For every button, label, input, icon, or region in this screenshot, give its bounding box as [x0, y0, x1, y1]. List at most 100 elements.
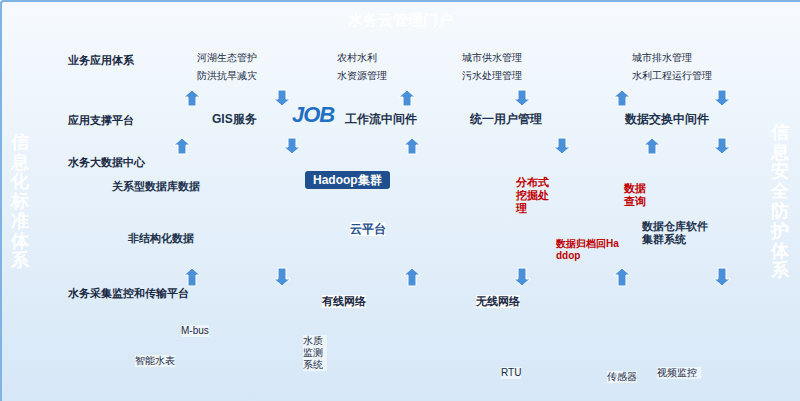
text-slot: 数据交换中间件 — [625, 112, 709, 126]
text-slot: 应用支撑平台 — [68, 114, 134, 127]
bulb-icon — [216, 220, 232, 238]
text: 业务应用体系 — [68, 54, 134, 67]
text-slot: RTU — [501, 367, 521, 379]
text-slot: 业务应用体系 — [68, 54, 134, 67]
app-icons — [324, 55, 334, 65]
warehouse-icon — [662, 198, 674, 206]
hadoop-schema — [463, 179, 464, 183]
rtu-icons — [476, 325, 542, 334]
warehouse-icon — [650, 160, 716, 216]
cabinet-icon — [346, 332, 390, 380]
bulb-icon — [218, 244, 230, 252]
text-slot: 水资源管理 — [337, 70, 387, 82]
text-slot: 智能水表 — [135, 355, 175, 367]
app-icons — [324, 73, 334, 83]
text-slot: 云平台 — [350, 222, 386, 236]
text-slot: 信息化标准体系 — [11, 133, 29, 272]
hadoop-schema — [402, 170, 524, 202]
relational-schema — [212, 165, 230, 173]
block-arrow — [714, 138, 730, 154]
text-slot: JOB — [292, 102, 334, 128]
gis-icon — [197, 110, 203, 116]
sensor-icon — [608, 328, 636, 364]
text-slot: 非结构化数据 — [128, 232, 194, 245]
text-slot: 信息安全防护体系 — [771, 123, 789, 281]
hadoop-schema — [417, 183, 509, 184]
text: 数据仓库软件集群系统 — [642, 220, 712, 246]
cloud-buildings — [415, 222, 429, 260]
text-slot: 城市供水管理 — [462, 52, 522, 64]
relational-schema — [227, 180, 245, 188]
block-arrow — [184, 90, 200, 106]
cycle-arrows — [597, 179, 619, 214]
hadoop-schema — [488, 185, 514, 190]
block-arrow — [274, 90, 290, 106]
text-slot: 数据仓库软件集群系统 — [642, 220, 712, 246]
text-slot: 城市排水管理 — [632, 52, 692, 64]
pie-icon — [602, 110, 622, 130]
text: 水质监测系统 — [303, 335, 327, 371]
relational-schema — [248, 192, 266, 200]
pie-icon — [612, 110, 622, 120]
cabinet-icon — [346, 332, 390, 380]
text: 水利工程运行管理 — [632, 70, 712, 82]
cluster-box: Hadoop集群 — [298, 162, 534, 207]
cloud-outline — [320, 212, 472, 266]
relational-schema — [210, 192, 228, 200]
relational-schema — [221, 173, 236, 180]
warehouse-icon — [650, 160, 716, 184]
block-arrow — [614, 90, 630, 106]
rtu-icons — [518, 340, 546, 356]
text-slot: 水利工程运行管理 — [632, 70, 712, 82]
cloud-buildings — [443, 226, 457, 260]
text: 分布式挖掘处理 — [516, 176, 552, 216]
camera-icon — [654, 332, 698, 362]
meter-icons — [218, 325, 238, 339]
hadoop-schema — [407, 193, 514, 198]
text-slot: Hadoop集群 — [305, 171, 390, 189]
text-slot: 水务采集监控和传输平台 — [68, 287, 189, 300]
text: 河湖生态管护 — [197, 52, 257, 64]
pie-icon — [602, 115, 612, 128]
rtu-icons — [472, 325, 546, 356]
text: 数据归档回Haddop — [556, 238, 622, 262]
layer-arrows — [184, 90, 730, 106]
text-slot: 统一用户管理 — [470, 112, 542, 126]
meter-icons — [206, 368, 222, 384]
app-icons — [184, 55, 194, 65]
relational-schema — [236, 173, 251, 180]
device-box: M-bus 智能水表 — [110, 320, 242, 390]
bulb-icon — [214, 220, 218, 224]
cloud-outline — [452, 288, 545, 315]
sensor-icon — [608, 328, 636, 364]
text: 信息安全防护体系 — [771, 123, 789, 281]
block-arrow — [644, 138, 660, 154]
text-slot: 污水处理管理 — [462, 70, 522, 82]
app-icons — [619, 73, 629, 83]
text-slot: 河湖生态管护 — [197, 52, 257, 64]
gis-icon — [190, 108, 206, 128]
text-slot: 传感器 — [607, 371, 637, 383]
layer-arrows — [174, 138, 730, 154]
relational-schema — [236, 188, 257, 192]
layer-band: 水务采集监控和传输平台有线网络无线网络M-bus智能水表水质监测系统RTU传感器… — [44, 280, 756, 395]
cloud-outline — [298, 288, 391, 315]
meter-icons — [162, 368, 178, 384]
warehouse-icon — [662, 208, 704, 214]
text: 城市供水管理 — [462, 52, 522, 64]
gis-icon — [190, 108, 206, 128]
hadoop-schema — [434, 185, 456, 190]
side-band: 信息化标准体系 — [2, 8, 38, 396]
cloud-buildings — [356, 242, 386, 260]
meter-icons — [124, 325, 146, 339]
device-box: 传感器视频监控 — [598, 322, 704, 388]
text-slot: M-bus — [181, 325, 209, 337]
text: 工作流中间件 — [345, 112, 417, 126]
text: 水务云管理门户 — [44, 6, 756, 34]
block-arrow — [514, 268, 530, 286]
hadoop-schema — [461, 185, 483, 190]
text-slot: GIS服务 — [212, 112, 257, 126]
text: JOB — [292, 102, 334, 128]
text: 无线网络 — [476, 295, 520, 308]
camera-icon — [686, 334, 698, 346]
